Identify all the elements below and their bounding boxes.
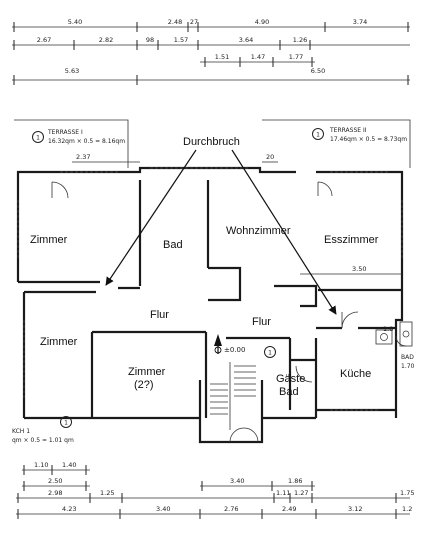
dim-bot-r4-1: 3.40 xyxy=(156,505,170,513)
dim-top-r2-0: 2.67 xyxy=(37,36,51,44)
dim-bot-r1-1: 1.40 xyxy=(62,461,76,469)
room-zimmer-2: Zimmer xyxy=(40,336,78,348)
inner-dim-4: 1.8 xyxy=(383,325,393,333)
dim-top-r2-4: 3.64 xyxy=(239,36,253,44)
durchbruch-label: Durchbruch xyxy=(183,136,240,148)
inner-dim-2: 20 xyxy=(266,153,274,161)
terrace-2-label: 1 TERRASSE II 17.46qm × 0.5 = 8.73qm xyxy=(312,127,407,143)
dim-top-r1-1: 2.48 xyxy=(168,18,182,26)
stair-marker-label: 1 xyxy=(268,350,272,357)
dim-bot-r4-2: 2.76 xyxy=(224,505,238,513)
room-zimmer-1: Zimmer xyxy=(30,234,68,246)
inner-dim-3: 3.50 xyxy=(352,265,366,273)
room-bad-right: BAD xyxy=(401,354,414,361)
dim-top-r2-3: 1.57 xyxy=(174,36,188,44)
balkon-marker: 1 xyxy=(64,420,68,427)
dim-top-r1-0: 5.40 xyxy=(68,18,82,26)
dim-top-r3-0: 1.51 xyxy=(215,53,229,61)
dim-bot-r4-4: 3.12 xyxy=(348,505,362,513)
terrace-1-label: 1 TERRASSE I 16.32qm × 0.5 = 8.16qm xyxy=(32,129,125,145)
walls xyxy=(16,166,413,444)
dim-top-r2-5: 1.26 xyxy=(293,36,307,44)
balkon-label: 1 KCH 1 qm × 0.5 = 1.01 qm xyxy=(12,416,74,444)
dim-bot-r3-4: 1.75 xyxy=(400,489,414,497)
room-gaeste-bad-line2: Bad xyxy=(279,386,299,398)
dim-bot-r4-3: 2.49 xyxy=(282,505,296,513)
room-esszimmer: Esszimmer xyxy=(324,234,379,246)
bottom-dimension-chains: 1.10 1.40 3.40 1.86 2.50 2.98 1.25 1.11 … xyxy=(16,461,414,519)
dim-top-r4-1: 6.50 xyxy=(311,67,325,75)
room-flur-2: Flur xyxy=(252,316,271,328)
room-kueche: Küche xyxy=(340,368,371,380)
durchbruch-callout: Durchbruch xyxy=(105,136,337,315)
terrace-1-area: 16.32qm × 0.5 = 8.16qm xyxy=(48,138,125,145)
room-flur-1: Flur xyxy=(150,309,169,321)
room-zimmer-3: Zimmer xyxy=(128,366,166,378)
dim-top-r1-4: 3.74 xyxy=(353,18,367,26)
room-bad-right-value: 1.70 xyxy=(401,363,415,370)
room-zimmer-3-note: (2?) xyxy=(134,379,154,391)
dim-bot-r3-2: 1.11 xyxy=(276,489,290,497)
dim-bot-r4-5: 1.2 xyxy=(402,505,412,513)
dim-bot-r4-0: 4.23 xyxy=(62,505,76,513)
dim-top-r1-2: 27 xyxy=(190,18,198,26)
dim-top-r2-1: 2.82 xyxy=(99,36,113,44)
balkon-title: KCH 1 xyxy=(12,428,30,435)
terrace-1-marker: 1 xyxy=(36,135,40,142)
terrace-1-title: TERRASSE I xyxy=(47,129,83,136)
dim-top-r3-1: 1.47 xyxy=(251,53,265,61)
terrace-2-area: 17.46qm × 0.5 = 8.73qm xyxy=(330,136,407,143)
top-dimension-chains: 5.40 2.48 27 4.90 3.74 2.67 2.82 98 1.57… xyxy=(12,18,410,85)
dim-bot-r3-1: 1.25 xyxy=(100,489,114,497)
room-wohnzimmer: Wohnzimmer xyxy=(226,225,291,237)
dim-bot-r3-0: 2.98 xyxy=(48,489,62,497)
level-label: ±0.00 xyxy=(224,346,245,354)
terrace-outlines xyxy=(14,119,411,168)
terrace-2-title: TERRASSE II xyxy=(329,127,367,134)
balkon-area: qm × 0.5 = 1.01 qm xyxy=(12,437,74,444)
dim-top-r4-0: 5.63 xyxy=(65,67,79,75)
level-marker: ±0.00 xyxy=(214,334,245,354)
room-gaeste-bad-line1: Gäste xyxy=(276,373,305,385)
dim-top-r1-3: 4.90 xyxy=(255,18,269,26)
inner-dimensions: 2.37 20 3.50 1.8 xyxy=(72,153,402,333)
dim-top-r2-2: 98 xyxy=(146,36,154,44)
dim-bot-r1-2: 3.40 xyxy=(230,477,244,485)
room-bad: Bad xyxy=(163,239,183,251)
dim-bot-r3-3: 1.27 xyxy=(294,489,308,497)
dim-bot-r2-0: 2.50 xyxy=(48,477,62,485)
inner-dim-1: 2.37 xyxy=(76,153,90,161)
stair-marker: 1 xyxy=(264,346,276,358)
terrace-2-marker: 1 xyxy=(316,132,320,139)
dim-bot-r1-3: 1.86 xyxy=(288,477,302,485)
dim-bot-r1-0: 1.10 xyxy=(34,461,48,469)
dim-top-r3-2: 1.77 xyxy=(289,53,303,61)
